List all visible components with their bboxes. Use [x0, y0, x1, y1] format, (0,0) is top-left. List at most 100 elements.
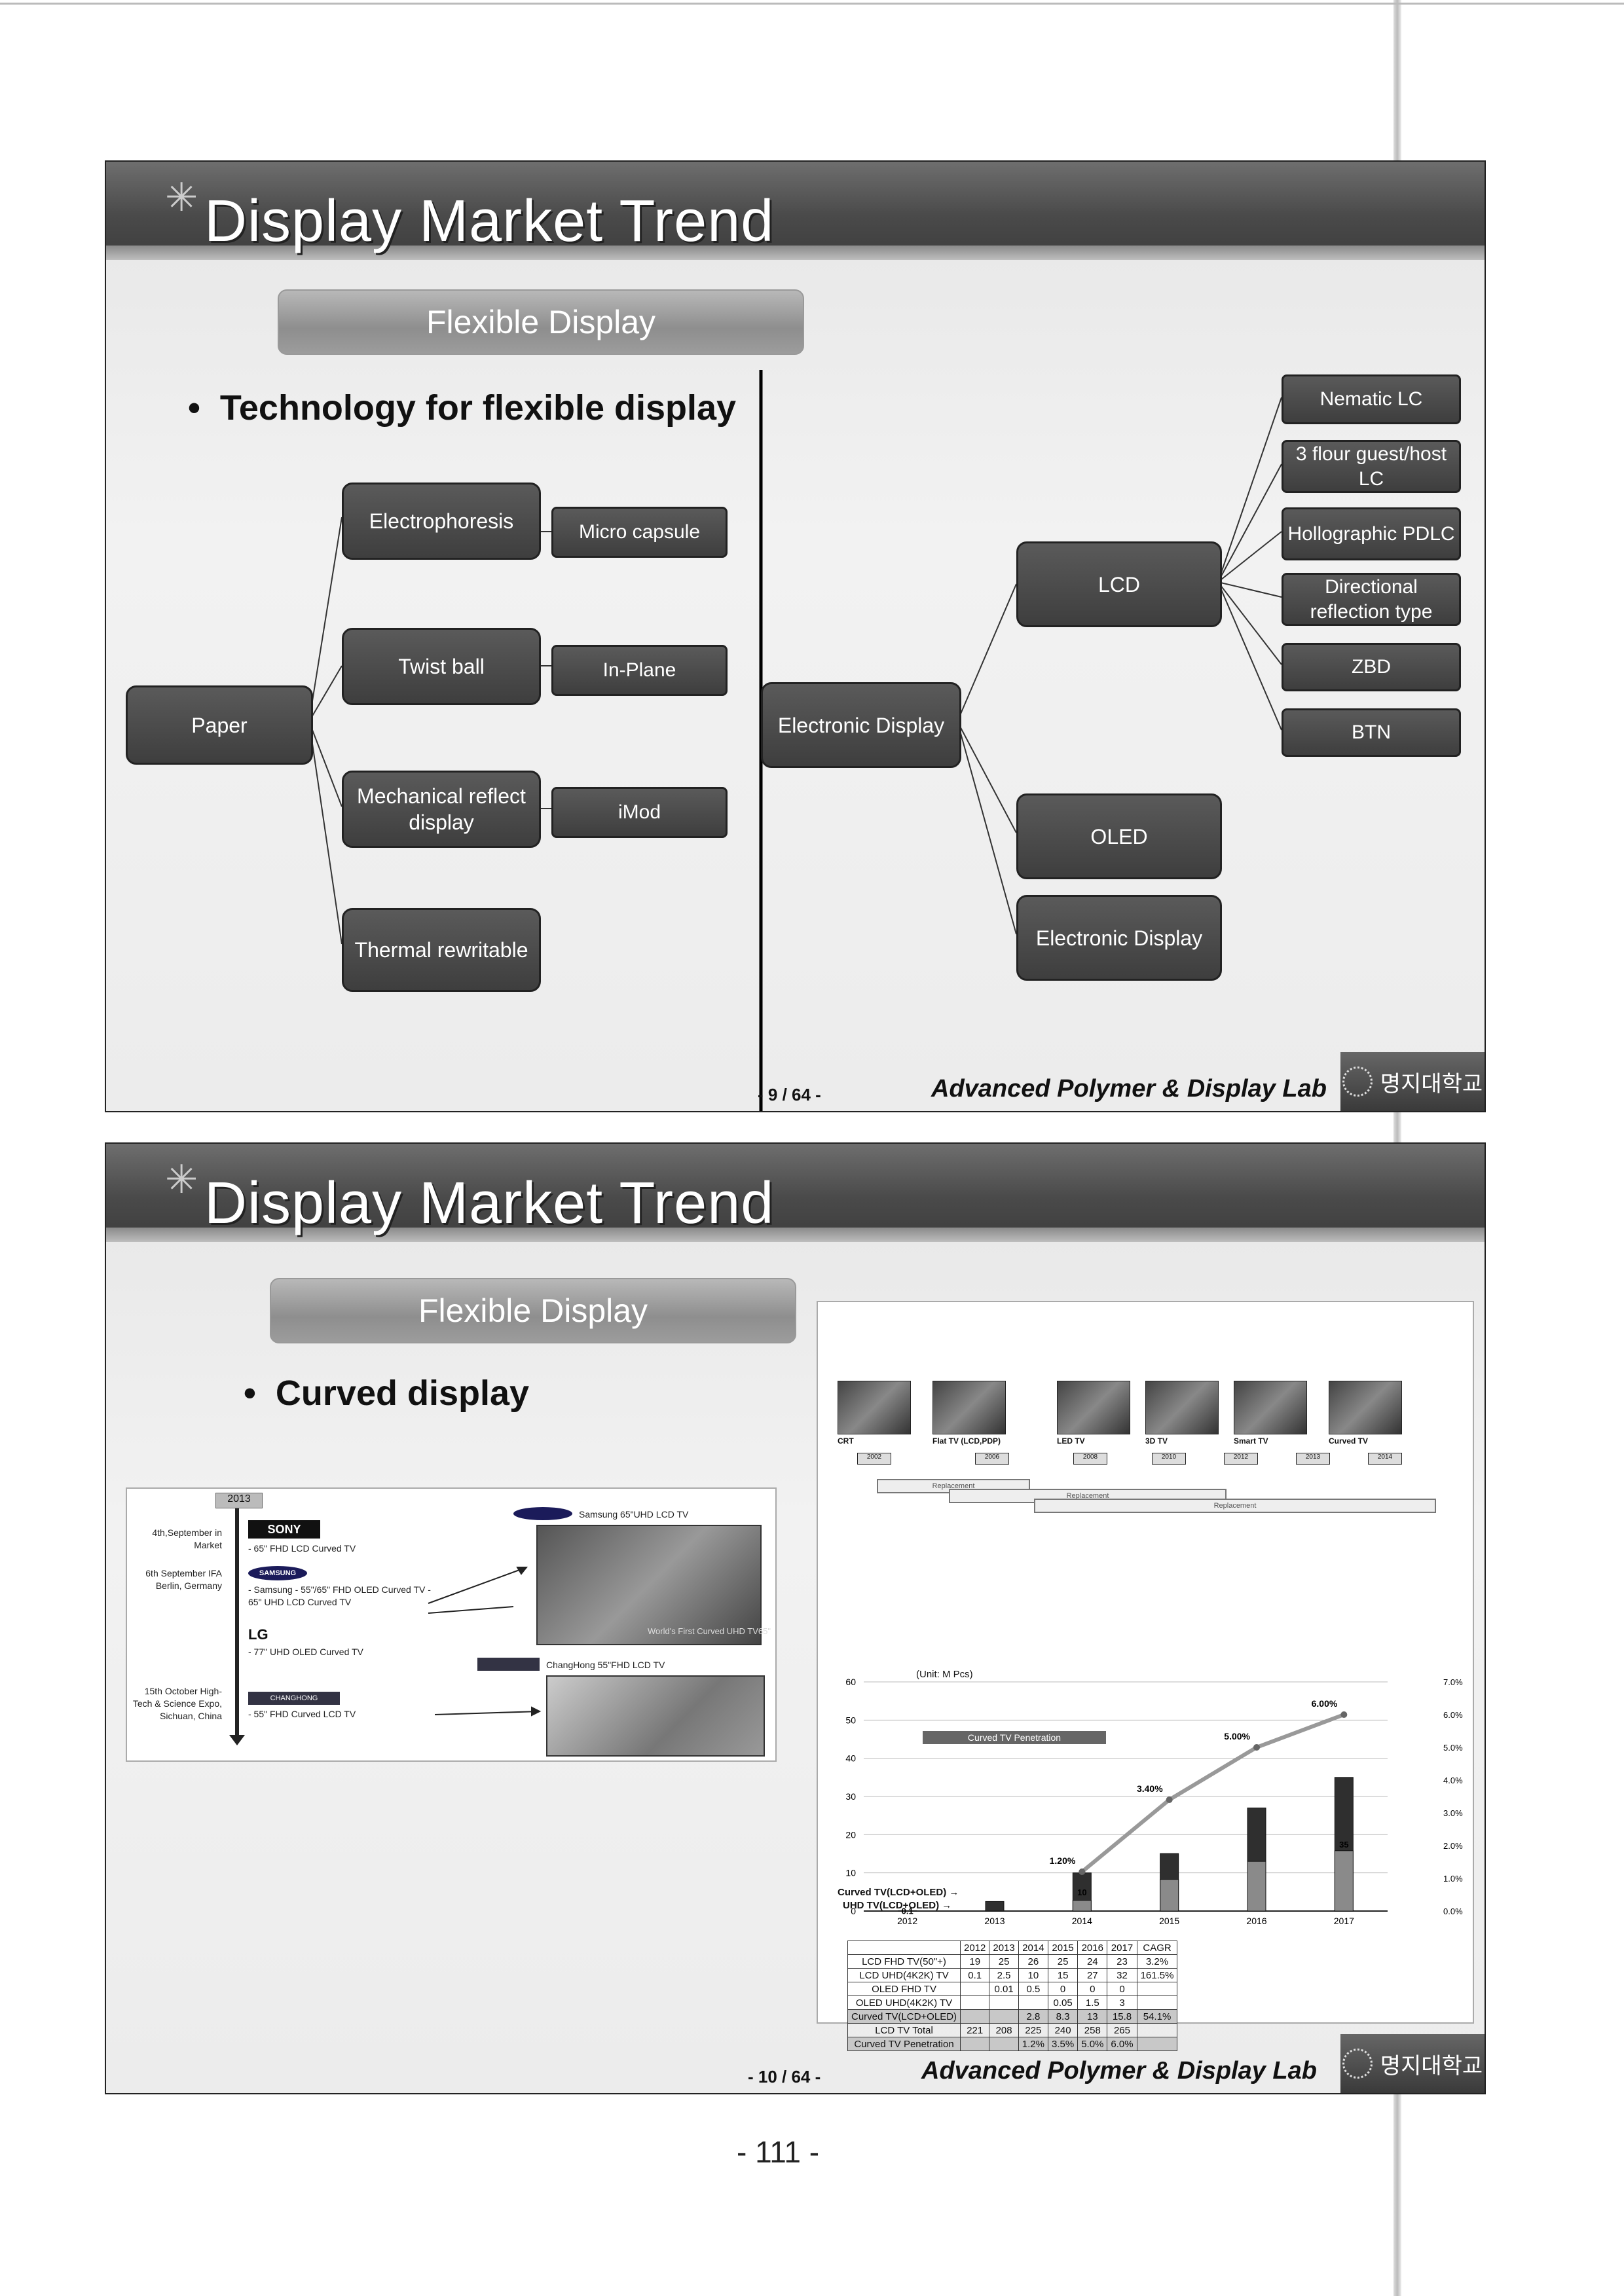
x-tick-5: 2017: [1334, 1916, 1354, 1926]
table-cell: OLED FHD TV: [848, 1982, 961, 1996]
slide-technology-flexible: ✳ Display Market Trend Flexible Display …: [105, 160, 1486, 1112]
point-label-4: 5.00%: [1224, 1731, 1250, 1741]
node-twist-ball: Twist ball: [342, 628, 541, 705]
table-cell: [961, 2037, 989, 2051]
table-header-cell: 2016: [1078, 1941, 1107, 1955]
table-cell: 10: [1018, 1969, 1048, 1982]
table-cell: [1137, 2037, 1177, 2051]
node-electronic-display: Electronic Display: [1016, 895, 1222, 981]
table-cell: 2.5: [989, 1969, 1018, 1982]
y2-tick-1: 1.0%: [1443, 1874, 1463, 1884]
node-electrophoresis: Electrophoresis: [342, 483, 541, 560]
section-pill: Flexible Display: [270, 1278, 796, 1343]
table-cell: 0: [1078, 1982, 1107, 1996]
y-tick-3: 30: [845, 1791, 856, 1802]
node-oled: OLED: [1016, 793, 1222, 879]
table-cell: 265: [1107, 2024, 1137, 2037]
table-cell: 258: [1078, 2024, 1107, 2037]
node-nematic-lc: Nematic LC: [1282, 374, 1461, 424]
table-cell: 221: [961, 2024, 989, 2037]
node-zbd: ZBD: [1282, 643, 1461, 691]
x-tick-4: 2016: [1246, 1916, 1266, 1926]
university-logo: 명지대학교: [1340, 1052, 1485, 1111]
seal-icon: [1342, 2049, 1373, 2079]
point-label-2: 1.20%: [1050, 1855, 1076, 1866]
table-cell: OLED UHD(4K2K) TV: [848, 1996, 961, 2010]
table-cell: 26: [1018, 1955, 1048, 1969]
y2-tick-2: 2.0%: [1443, 1841, 1463, 1851]
table-cell: 32: [1107, 1969, 1137, 1982]
table-cell: 3.5%: [1048, 2037, 1077, 2051]
x-tick-3: 2015: [1159, 1916, 1179, 1926]
table-cell: 240: [1048, 2024, 1077, 2037]
table-cell: 25: [989, 1955, 1018, 1969]
point-label-3: 3.40%: [1137, 1783, 1163, 1794]
changhong-caption-logo: [477, 1658, 540, 1671]
market-chart: 01020304050600.0%1.0%2.0%3.0%4.0%5.0%6.0…: [818, 1302, 1473, 2022]
table-cell: 25: [1048, 1955, 1077, 1969]
table-cell: [1137, 2024, 1177, 2037]
table-cell: 0.5: [1018, 1982, 1048, 1996]
node-guest-host-lc: 3 flour guest/host LC: [1282, 440, 1461, 493]
slide-title: Display Market Trend: [204, 1170, 774, 1237]
table-cell: Curved TV(LCD+OLED): [848, 2010, 961, 2024]
table-cell: [961, 1982, 989, 1996]
bullet: •: [244, 1374, 276, 1413]
changhong-tv-caption: ChangHong 55"FHD LCD TV: [546, 1659, 665, 1671]
bar-curved-2: [1073, 1901, 1091, 1911]
top-rule: [0, 3, 1624, 5]
x-tick-1: 2013: [984, 1916, 1005, 1926]
table-cell: LCD FHD TV(50"+): [848, 1955, 961, 1969]
y2-tick-3: 3.0%: [1443, 1808, 1463, 1818]
slide-heading: • Curved display: [244, 1373, 529, 1413]
table-cell: 2.8: [1018, 2010, 1048, 2024]
table-cell: 1.5: [1078, 1996, 1107, 2010]
university-logo: 명지대학교: [1340, 2034, 1485, 2093]
slide-page-number: - 9 / 64 -: [758, 1085, 821, 1105]
document-page-number: - 111 -: [737, 2134, 819, 2170]
bar-curved-4: [1247, 1861, 1266, 1911]
slide-page-number: - 10 / 64 -: [748, 2067, 821, 2087]
penetration-point-3: [1340, 1711, 1347, 1718]
table-cell: [1137, 1996, 1177, 2010]
y-tick-4: 40: [845, 1753, 856, 1764]
table-header-row: 201220132014201520162017CAGR: [848, 1941, 1177, 1955]
node-mechanical-reflect: Mechanical reflect display: [342, 771, 541, 848]
bar-uhd-1: [986, 1901, 1004, 1911]
heading-text: Curved display: [276, 1374, 529, 1413]
penetration-point-2: [1253, 1744, 1260, 1751]
table-header-cell: 2012: [961, 1941, 989, 1955]
bar-label-2: 10: [1077, 1887, 1086, 1897]
table-header-cell: CAGR: [1137, 1941, 1177, 1955]
table-cell: 24: [1078, 1955, 1107, 1969]
table-cell: 225: [1018, 2024, 1048, 2037]
table-cell: 54.1%: [1137, 2010, 1177, 2024]
penetration-point-1: [1166, 1796, 1173, 1803]
table-cell: 13: [1078, 2010, 1107, 2024]
table-cell: 0.05: [1048, 1996, 1077, 2010]
table-cell: 8.3: [1048, 2010, 1077, 2024]
tree-connectors: [106, 162, 1485, 1111]
table-header-cell: 2017: [1107, 1941, 1137, 1955]
table-cell: [1137, 1982, 1177, 1996]
y-tick-5: 50: [845, 1715, 856, 1725]
x-tick-2: 2014: [1072, 1916, 1092, 1926]
table-cell: 0: [1107, 1982, 1137, 1996]
lab-name: Advanced Polymer & Display Lab: [931, 1075, 1327, 1103]
slide-curved-display: ✳ Display Market Trend Flexible Display …: [105, 1142, 1486, 2094]
table-cell: 0: [1048, 1982, 1077, 1996]
table-cell: LCD UHD(4K2K) TV: [848, 1969, 961, 1982]
y2-tick-7: 7.0%: [1443, 1677, 1463, 1687]
samsung-tv-caption: Samsung 65"UHD LCD TV: [579, 1508, 688, 1521]
table-cell: 15: [1048, 1969, 1077, 1982]
y-tick-2: 20: [845, 1829, 856, 1840]
penetration-line: [1082, 1715, 1344, 1872]
table-cell: 3: [1107, 1996, 1137, 2010]
node-holographic-pdlc: Hollographic PDLC: [1282, 507, 1461, 560]
node-in-plane: In-Plane: [551, 645, 728, 696]
penetration-point-0: [1079, 1868, 1085, 1875]
table-row: LCD FHD TV(50"+)1925262524233.2%: [848, 1955, 1177, 1969]
